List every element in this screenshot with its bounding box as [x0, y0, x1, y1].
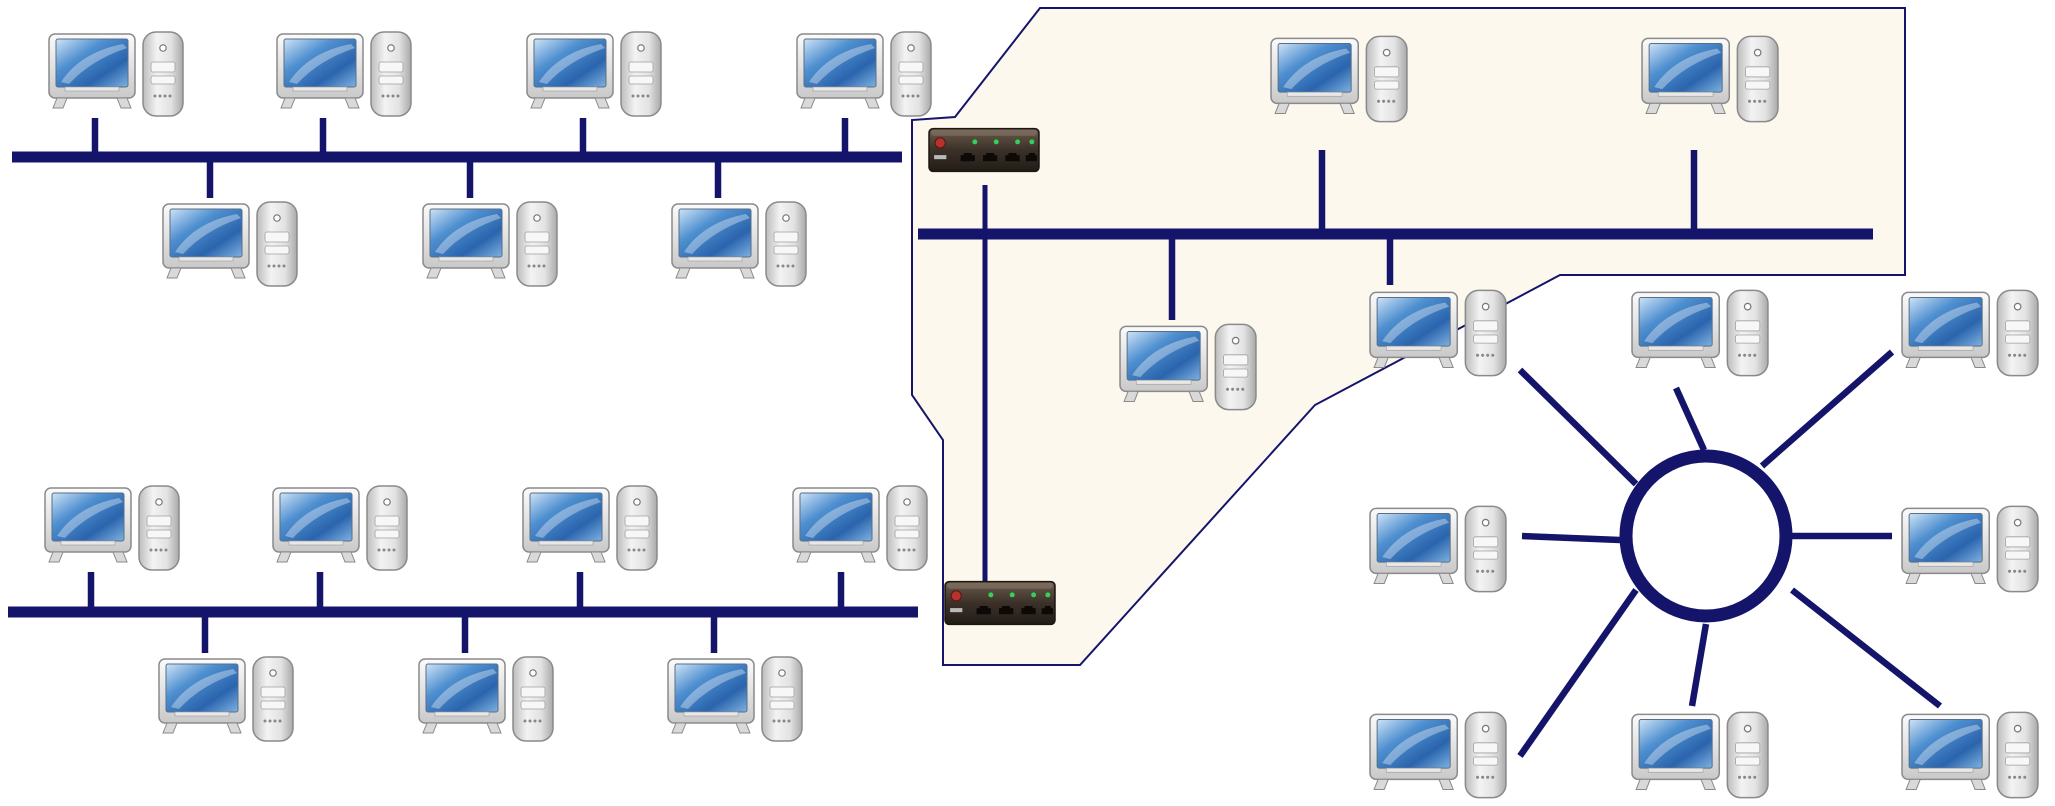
desktop-computer-icon — [522, 485, 658, 571]
desktop-computer-icon — [671, 201, 807, 287]
spoke-line — [1759, 349, 1895, 469]
ring-line — [1619, 449, 1793, 623]
desktop-computer-icon — [796, 31, 932, 117]
bus-bottom-left — [8, 572, 918, 653]
desktop-computer-icon — [1901, 289, 2039, 377]
bus-shaded — [918, 150, 1873, 582]
desktop-computer-icon — [44, 485, 180, 571]
desktop-computer-icon — [1901, 711, 2039, 799]
spoke-line — [1521, 532, 1621, 544]
bus-top-left — [12, 118, 902, 198]
desktop-computer-icon — [276, 31, 412, 117]
desktop-computer-icon — [1369, 711, 1507, 799]
network-switch-icon — [928, 127, 1040, 173]
desktop-computer-icon — [526, 31, 662, 117]
desktop-computer-icon — [792, 485, 928, 571]
spoke-line — [1517, 367, 1639, 487]
desktop-computer-icon — [1901, 505, 2039, 593]
desktop-computer-icon — [48, 31, 184, 117]
desktop-computer-icon — [1631, 289, 1769, 377]
spoke-line — [1673, 386, 1707, 452]
network-switch-icon — [944, 580, 1056, 626]
desktop-computer-icon — [162, 201, 298, 287]
spoke-line — [1688, 623, 1710, 707]
desktop-computer-icon — [422, 201, 558, 287]
ring-right — [1517, 349, 1943, 758]
desktop-computer-icon — [158, 656, 294, 742]
desktop-computer-icon — [1631, 711, 1769, 799]
desktop-computer-icon — [272, 485, 408, 571]
spoke-line — [1789, 587, 1943, 709]
desktop-computer-icon — [1369, 505, 1507, 593]
desktop-computer-icon — [418, 656, 554, 742]
desktop-computer-icon — [667, 656, 803, 742]
spoke-line — [1517, 588, 1639, 758]
